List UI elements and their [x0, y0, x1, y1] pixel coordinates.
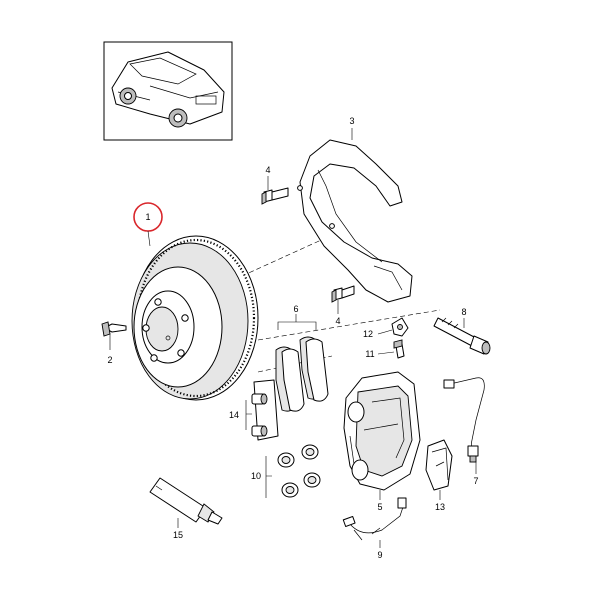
- brake-disc[interactable]: [131, 235, 259, 401]
- callout-12[interactable]: 12: [363, 329, 373, 339]
- callout-15[interactable]: 15: [173, 530, 183, 540]
- callout-7[interactable]: 7: [473, 476, 478, 486]
- callout-4-upper[interactable]: 4: [265, 165, 270, 175]
- callout-11[interactable]: 11: [365, 349, 374, 359]
- callout-8[interactable]: 8: [461, 307, 466, 317]
- callout-10[interactable]: 10: [251, 471, 261, 481]
- callout-13[interactable]: 13: [435, 502, 445, 512]
- vehicle-thumbnail[interactable]: [103, 41, 233, 141]
- callout-2[interactable]: 2: [107, 355, 112, 365]
- callout-4-lower[interactable]: 4: [335, 316, 340, 326]
- shield-bolt-upper[interactable]: [261, 187, 289, 205]
- caliper-seals[interactable]: [277, 444, 321, 498]
- callout-5[interactable]: 5: [377, 502, 382, 512]
- shield-bolt-lower[interactable]: [331, 285, 355, 303]
- callout-14[interactable]: 14: [229, 410, 239, 420]
- callout-3[interactable]: 3: [349, 116, 354, 126]
- bleeder-cap[interactable]: [391, 317, 409, 337]
- callout-6[interactable]: 6: [293, 304, 298, 314]
- callout-9[interactable]: 9: [377, 550, 382, 560]
- bleeder-valve[interactable]: [393, 339, 405, 359]
- paste-tube[interactable]: [149, 477, 223, 525]
- car-thumbnail-icon: [111, 51, 225, 128]
- pad-retaining-clip[interactable]: [425, 439, 453, 491]
- pad-bushings[interactable]: [251, 379, 279, 441]
- wear-sensor[interactable]: [443, 377, 485, 463]
- caliper-bolt[interactable]: [433, 317, 491, 355]
- brake-pads[interactable]: [275, 336, 329, 412]
- brake-hose[interactable]: [342, 497, 407, 541]
- callout-1[interactable]: 1: [145, 212, 150, 222]
- brake-caliper[interactable]: [343, 371, 421, 491]
- brake-shield[interactable]: [297, 139, 413, 303]
- disc-screw[interactable]: [101, 321, 127, 337]
